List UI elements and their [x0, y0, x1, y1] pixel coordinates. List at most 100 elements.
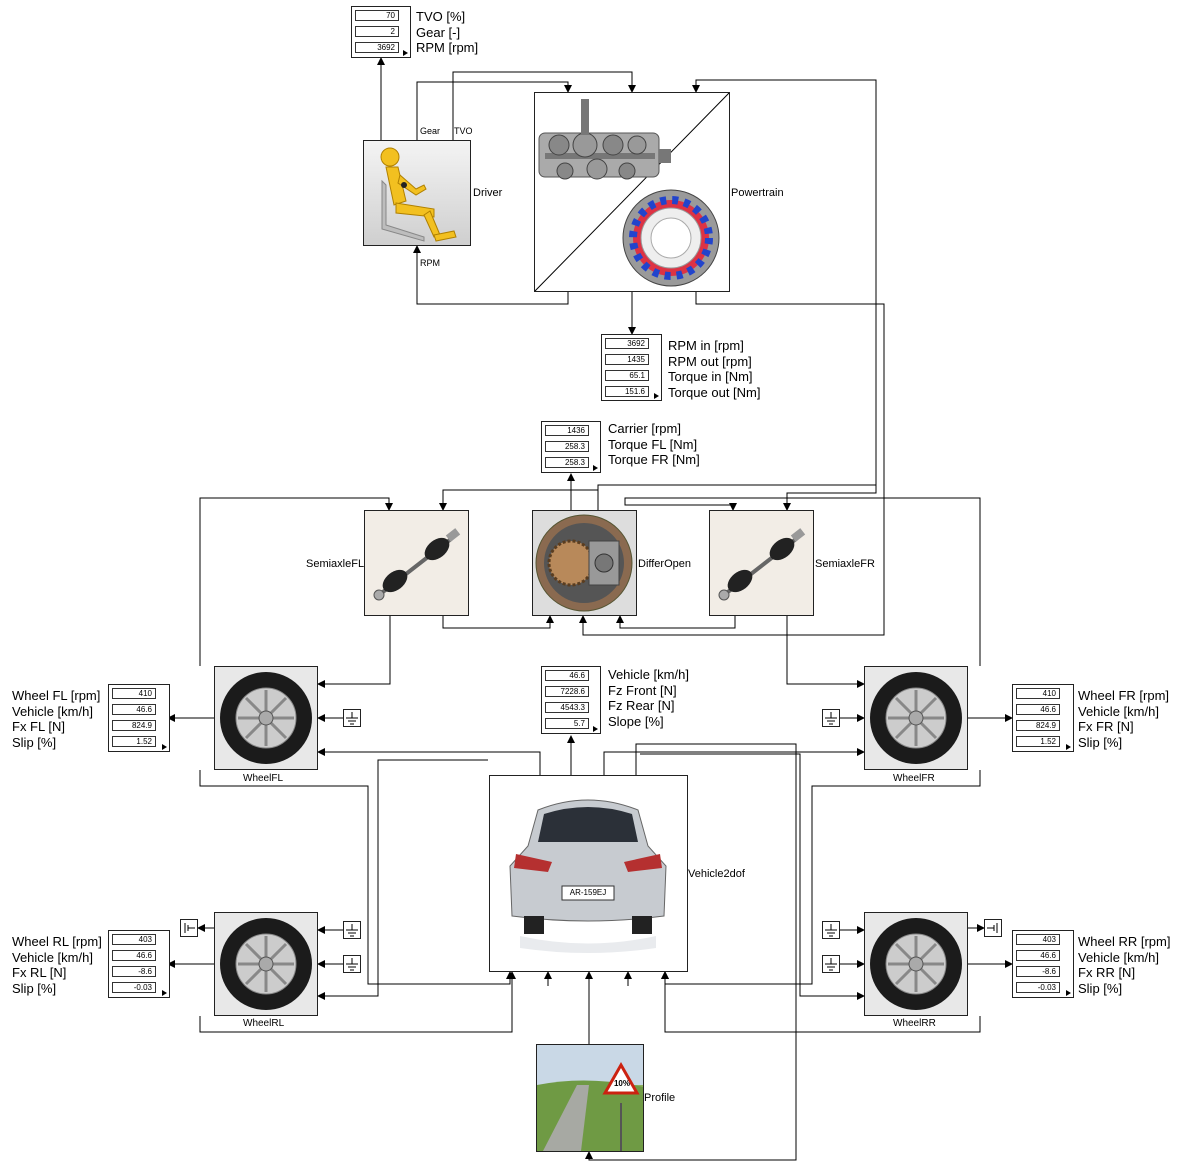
display-label: Slope [%] [608, 713, 664, 729]
display-label: Torque FR [Nm] [608, 452, 700, 468]
display-value: -0.03 [1016, 982, 1060, 993]
display-label: Slip [%] [1078, 980, 1123, 996]
wheel-fl-label: WheelFL [243, 773, 284, 784]
display-label: TVO [%] [416, 9, 466, 24]
wheel-rr-block[interactable] [864, 912, 968, 1016]
terminator-icon[interactable] [984, 919, 1002, 937]
vehicle2dof-block[interactable]: AR-159EJ [489, 775, 688, 972]
tire-icon [220, 918, 312, 1010]
wheel-rr-display: 403 46.6 -8.6 -0.03 [1012, 930, 1074, 998]
ground-icon[interactable] [343, 921, 361, 939]
wheel-rl-display: 403 46.6 -8.6 -0.03 [108, 930, 170, 998]
display-arrow-icon [593, 726, 598, 732]
terminator-icon[interactable] [180, 919, 198, 937]
display-value: 1435 [605, 354, 649, 365]
wheel-fr-display-labels: Wheel FR [rpm] Vehicle [km/h] Fx FR [N] … [1078, 688, 1169, 750]
display-label: Torque in [Nm] [668, 369, 753, 385]
powertrain-display-labels: RPM in [rpm] RPM out [rpm] Torque in [Nm… [668, 338, 761, 400]
display-value: 824.9 [112, 720, 156, 731]
display-arrow-icon [654, 393, 659, 399]
wheel-fl-block[interactable] [214, 666, 318, 770]
display-label: Slip [%] [12, 980, 57, 996]
display-label: Wheel RR [rpm] [1078, 934, 1171, 949]
electric-motor-icon [622, 189, 720, 287]
wheel-fr-display: 410 46.6 824.9 1.52 [1012, 684, 1074, 752]
display-label: Fz Front [N] [608, 682, 677, 698]
tire-icon [220, 672, 312, 764]
differ-open-label: DifferOpen [638, 558, 691, 570]
display-value: 46.6 [1016, 704, 1060, 715]
wheel-rl-label: WheelRL [243, 1018, 285, 1029]
display-label: Vehicle [km/h] [1078, 949, 1159, 965]
display-value: 46.6 [112, 704, 156, 715]
display-value: 5.7 [545, 718, 589, 729]
display-value: 824.9 [1016, 720, 1060, 731]
display-value: -8.6 [1016, 966, 1060, 977]
powertrain-icon [535, 93, 729, 291]
display-label: Vehicle [km/h] [12, 703, 93, 719]
display-label: Fz Rear [N] [608, 698, 675, 714]
display-value: 403 [1016, 934, 1060, 945]
wheel-fr-block[interactable] [864, 666, 968, 770]
powertrain-label: Powertrain [731, 187, 784, 199]
tire-icon [870, 918, 962, 1010]
semiaxle-fr-label: SemiaxleFR [815, 558, 875, 570]
display-label: Torque FL [Nm] [608, 436, 698, 452]
display-value: 258.3 [545, 441, 589, 452]
tire-icon [870, 672, 962, 764]
display-label: Fx FL [N] [12, 719, 65, 735]
driver-display: 70 2 3692 [351, 6, 411, 58]
profile-block[interactable]: 10% [536, 1044, 644, 1152]
display-value: 2 [355, 26, 399, 37]
ground-icon[interactable] [822, 955, 840, 973]
ground-icon[interactable] [822, 709, 840, 727]
display-arrow-icon [1066, 990, 1071, 996]
port-label-gear: Gear [420, 126, 441, 136]
display-value: 258.3 [545, 457, 589, 468]
ground-icon[interactable] [822, 921, 840, 939]
display-arrow-icon [593, 465, 598, 471]
driver-display-labels: TVO [%] Gear [-] RPM [rpm] [416, 9, 478, 56]
differential-display: 1436 258.3 258.3 [541, 421, 601, 473]
powertrain-display: 3692 1435 65.1 151.6 [601, 334, 662, 401]
powertrain-block[interactable] [534, 92, 730, 292]
axle-shaft-icon [373, 528, 461, 601]
vehicle2dof-label: Vehicle2dof [688, 868, 745, 880]
display-value: 151.6 [605, 386, 649, 397]
display-label: Slip [%] [12, 734, 57, 750]
display-label: Vehicle [km/h] [12, 949, 93, 965]
wheel-rr-display-labels: Wheel RR [rpm] Vehicle [km/h] Fx RR [N] … [1078, 934, 1170, 996]
display-arrow-icon [1066, 744, 1071, 750]
wheel-rl-display-labels: Wheel RL [rpm] Vehicle [km/h] Fx RL [N] … [12, 934, 102, 996]
semiaxle-fl-block[interactable] [364, 510, 469, 616]
differential-gear-icon [535, 514, 633, 612]
display-value: 46.6 [545, 670, 589, 681]
display-value: 1.52 [1016, 736, 1060, 747]
port-label-rpm: RPM [420, 258, 440, 268]
display-value: 46.6 [1016, 950, 1060, 961]
wheel-fr-label: WheelFR [893, 773, 935, 784]
display-value: 1436 [545, 425, 589, 436]
ground-icon[interactable] [343, 709, 361, 727]
wheel-rr-label: WheelRR [893, 1018, 936, 1029]
wheel-fl-display: 410 46.6 824.9 1.52 [108, 684, 170, 752]
semiaxle-fr-block[interactable] [709, 510, 814, 616]
differ-open-block[interactable] [532, 510, 637, 616]
axle-shaft-icon [718, 528, 806, 601]
display-value: 3692 [355, 42, 399, 53]
ground-icon[interactable] [343, 955, 361, 973]
display-value: 3692 [605, 338, 649, 349]
display-value: 70 [355, 10, 399, 21]
car-rear-icon [509, 799, 667, 953]
display-label: Slip [%] [1078, 734, 1123, 750]
display-value: 65.1 [605, 370, 649, 381]
vehicle-display: 46.6 7228.6 4543.3 5.7 [541, 666, 601, 734]
display-label: Fx RL [N] [12, 965, 67, 981]
wheel-rl-block[interactable] [214, 912, 318, 1016]
display-arrow-icon [403, 50, 408, 56]
slope-sign: 10% [613, 1079, 630, 1088]
display-value: 403 [112, 934, 156, 945]
display-value: 4543.3 [545, 702, 589, 713]
display-label: RPM in [rpm] [668, 338, 744, 353]
driver-block[interactable] [363, 140, 471, 246]
